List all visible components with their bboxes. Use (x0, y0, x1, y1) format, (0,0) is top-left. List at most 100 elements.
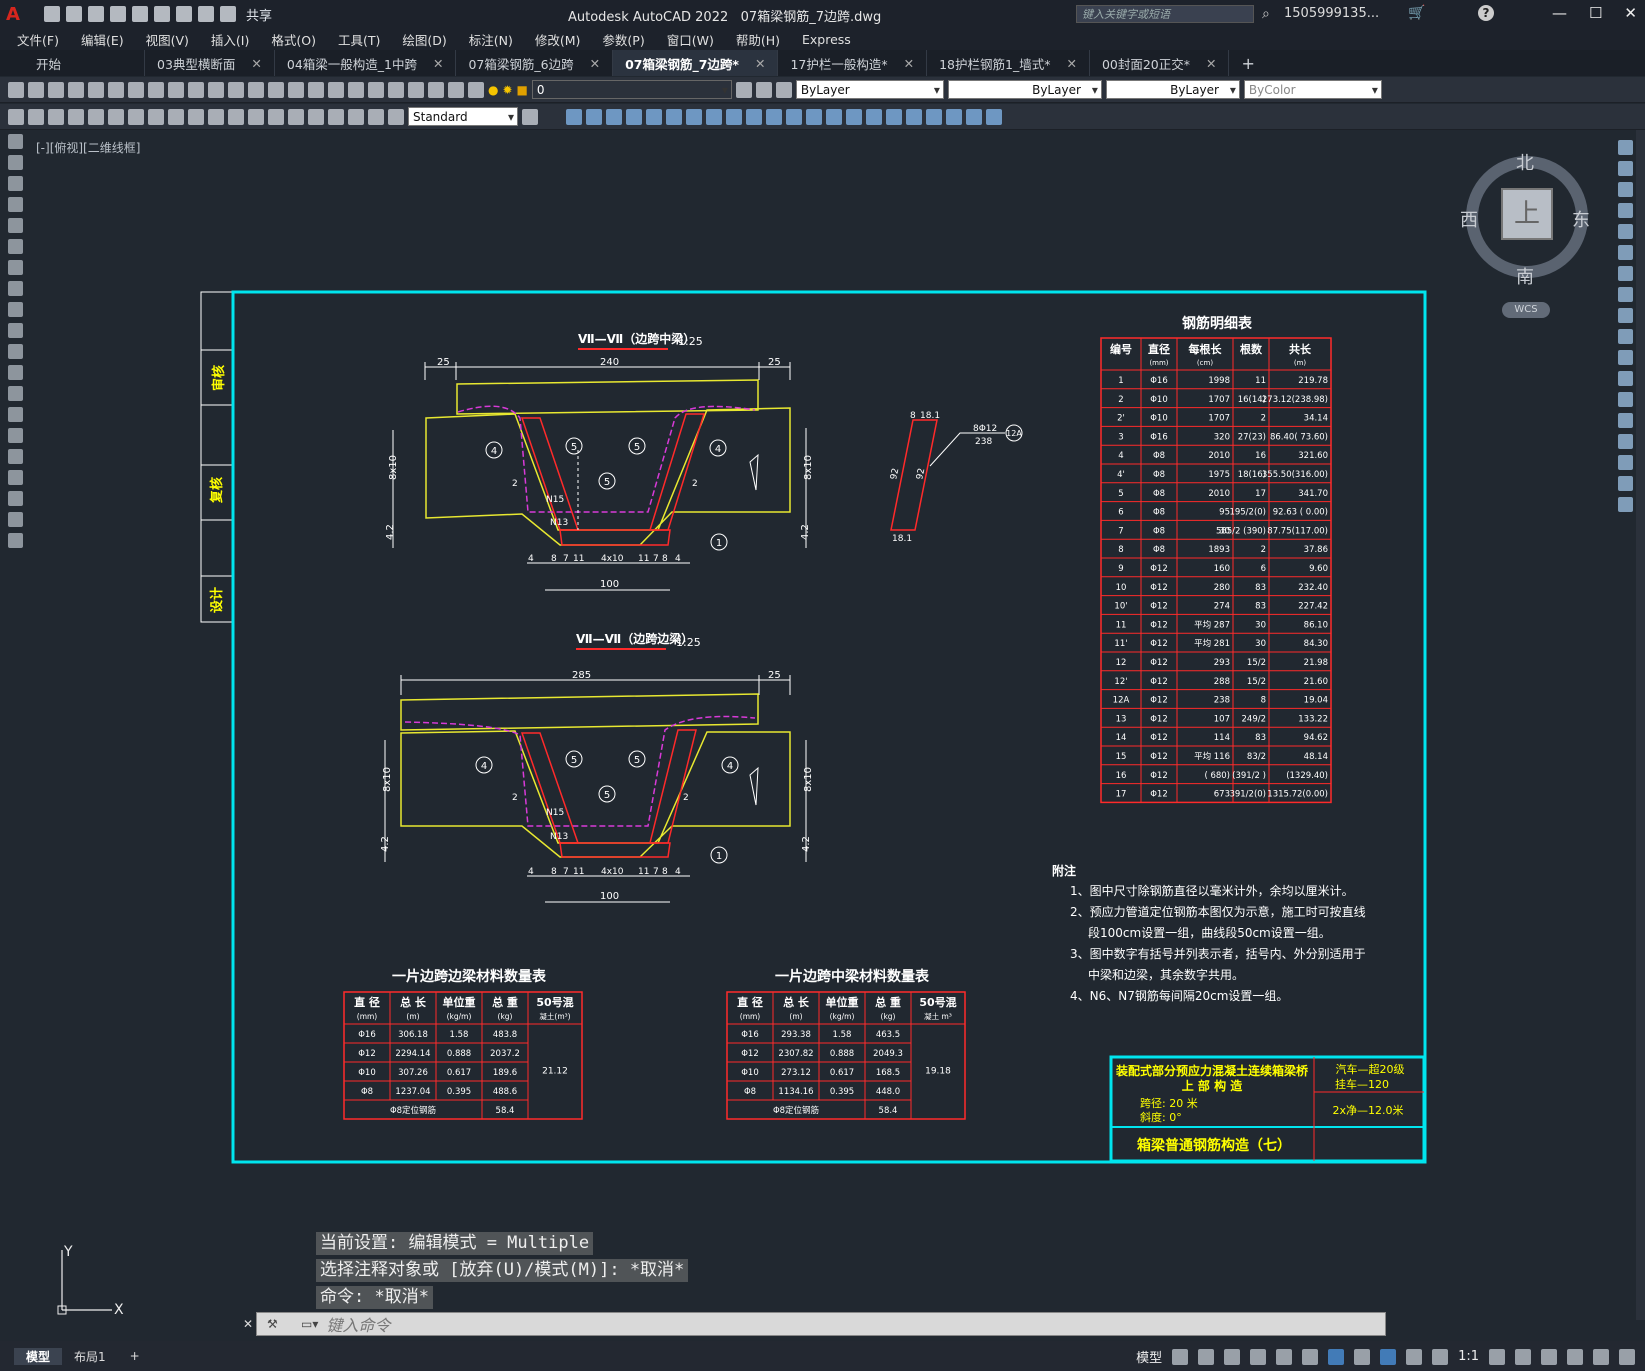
menu-window[interactable]: 窗口(W) (666, 32, 714, 48)
chamfer-icon[interactable] (826, 108, 842, 125)
layer-previous-icon[interactable] (755, 81, 772, 98)
ellipse-arc-icon[interactable] (7, 344, 23, 359)
tab-file-active[interactable]: 07箱梁钢筋_7边跨*✕ (613, 50, 779, 76)
dimension-angular-icon[interactable] (148, 108, 164, 125)
object-snap-tracking-icon[interactable] (1302, 1348, 1319, 1365)
compass-west[interactable]: 西 (1460, 210, 1478, 231)
table-icon[interactable] (7, 491, 23, 506)
hatch-icon[interactable] (946, 108, 962, 125)
snap-icon[interactable] (1198, 1348, 1215, 1365)
hardware-acceleration-icon[interactable] (1567, 1348, 1583, 1365)
dimension-space-icon[interactable] (228, 108, 244, 125)
mirror-icon[interactable] (1617, 182, 1633, 197)
cart-icon[interactable]: 🛒 (1408, 5, 1426, 21)
inspection-icon[interactable] (308, 108, 324, 125)
spline-icon[interactable] (7, 302, 23, 317)
polar-icon[interactable] (1250, 1348, 1267, 1365)
customize-icon[interactable]: ⚒ (267, 1317, 278, 1331)
print-icon[interactable] (68, 81, 84, 98)
tab-file[interactable]: 04箱梁一般构造_1中跨✕ (275, 50, 457, 76)
region-icon[interactable] (986, 108, 1002, 125)
ellipse-icon[interactable] (7, 323, 23, 338)
move-icon[interactable] (666, 108, 682, 125)
menu-edit[interactable]: 编辑(E) (80, 32, 124, 48)
move-icon[interactable] (1617, 245, 1633, 260)
region-icon[interactable] (7, 470, 23, 485)
new-icon[interactable] (8, 81, 24, 98)
isolate-objects-icon[interactable] (1541, 1348, 1557, 1365)
gradient-icon[interactable] (7, 449, 23, 464)
menu-dimension[interactable]: 标注(N) (468, 32, 513, 48)
help-icon[interactable] (448, 81, 464, 98)
redo-icon[interactable] (220, 6, 236, 22)
copy-icon[interactable] (148, 81, 164, 98)
tab-file[interactable]: 18护栏钢筋1_墙式*✕ (927, 50, 1090, 76)
line-icon[interactable] (7, 134, 23, 149)
menu-tools[interactable]: 工具(T) (337, 32, 381, 48)
tab-layout1[interactable]: 布局1 (74, 1349, 106, 1364)
vertical-scrollbar[interactable] (1636, 130, 1645, 1320)
quickcalc-icon[interactable] (428, 81, 444, 98)
command-input[interactable]: ✕ ⚒ ▭▾ 键入命令 (243, 1312, 1386, 1336)
wcs-menu[interactable]: WCS (1502, 302, 1550, 318)
construction-line-icon[interactable] (7, 155, 23, 170)
viewcube-top-face[interactable]: 上 (1501, 188, 1553, 240)
layer-dropdown[interactable]: 0 (531, 80, 732, 100)
lineweight-icon[interactable] (1354, 1348, 1371, 1365)
lightbulb-icon[interactable]: ● (488, 82, 499, 97)
annotation-scale-icon[interactable] (1432, 1348, 1449, 1365)
point-icon[interactable] (7, 407, 23, 422)
scale-icon[interactable] (706, 108, 722, 125)
join-icon[interactable] (806, 108, 822, 125)
continue-dimension-icon[interactable] (208, 108, 224, 125)
jogged-linear-icon[interactable] (328, 108, 344, 125)
point-icon[interactable] (926, 108, 942, 125)
open-icon[interactable] (28, 81, 44, 98)
new-tab-button[interactable]: + (1241, 53, 1255, 73)
rotate-icon[interactable] (1617, 266, 1633, 281)
quick-dimension-icon[interactable] (168, 108, 184, 125)
tab-file[interactable]: 03典型横断面✕ (145, 50, 275, 76)
minimize-icon[interactable]: — (1551, 4, 1567, 22)
close-icon[interactable]: ✕ (1206, 55, 1217, 71)
save-icon[interactable] (88, 6, 104, 22)
search-input[interactable]: 键入关键字或短语 (1076, 5, 1254, 23)
grid-icon[interactable] (1172, 1348, 1189, 1365)
explode-icon[interactable] (866, 108, 882, 125)
model-space-button[interactable]: 模型 (1136, 1351, 1163, 1366)
isodraft-icon[interactable] (1276, 1348, 1293, 1365)
lock-icon[interactable]: ■ (516, 82, 528, 97)
dimension-aligned-icon[interactable] (28, 108, 44, 125)
copy-object-icon[interactable] (586, 108, 602, 125)
layer-states-icon[interactable] (775, 81, 792, 98)
join-icon[interactable] (1617, 413, 1633, 428)
center-mark-icon[interactable] (288, 108, 304, 125)
pan-icon[interactable] (248, 81, 264, 98)
tab-start[interactable]: 开始 (0, 50, 145, 76)
close-icon[interactable]: ✕ (433, 55, 444, 71)
redo-icon[interactable] (228, 81, 244, 98)
user-account[interactable]: 1505999135... (1284, 6, 1380, 21)
add-selected-icon[interactable] (7, 533, 23, 548)
menu-file[interactable]: 文件(F) (17, 32, 59, 48)
maximize-icon[interactable]: ☐ (1588, 4, 1603, 22)
tab-file[interactable]: 00封面20正交*✕ (1090, 50, 1230, 76)
open-icon[interactable] (66, 6, 82, 22)
close-icon[interactable]: ✕ (903, 55, 915, 71)
scale-icon[interactable] (1617, 287, 1633, 302)
array-icon[interactable] (646, 108, 662, 125)
compass-east[interactable]: 东 (1572, 210, 1590, 231)
chamfer-icon[interactable] (1617, 434, 1633, 449)
tolerance-icon[interactable] (268, 108, 284, 125)
command-close-icon[interactable]: ✕ (243, 1317, 254, 1331)
tab-model[interactable]: 模型 (14, 1347, 63, 1365)
autocad-logo-icon[interactable]: A (6, 3, 20, 25)
gear-icon[interactable] (1489, 1348, 1505, 1365)
menu-express[interactable]: Express (801, 31, 851, 47)
zoom-window-icon[interactable] (288, 81, 304, 98)
text-style-dropdown[interactable]: Standard (408, 107, 518, 127)
sun-icon[interactable]: ✹ (502, 82, 513, 97)
break-icon[interactable] (786, 108, 802, 125)
insert-block-icon[interactable] (7, 365, 23, 380)
dimension-edit-icon[interactable] (348, 108, 364, 125)
